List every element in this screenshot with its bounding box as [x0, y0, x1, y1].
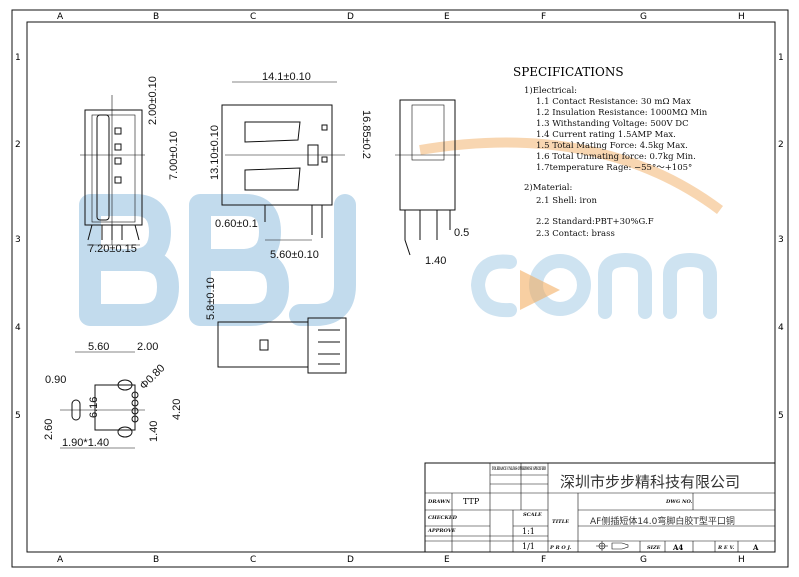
- size-value: A4: [672, 543, 683, 552]
- dwg-no-label: DWG NO.: [665, 499, 693, 505]
- title-label: TITLE: [552, 519, 569, 525]
- spec-material-heading: 2)Material:: [524, 182, 572, 193]
- spec-electrical-heading: 1)Electrical:: [524, 85, 577, 96]
- spec-electrical-item: 1.4 Current rating 1.5AMP Max.: [536, 130, 676, 140]
- dim-fp-pitch: 2.00: [137, 341, 158, 353]
- dim-side-offset: 1.40: [425, 255, 446, 267]
- grid-row-label: 1: [778, 53, 784, 63]
- inner-border: [26, 21, 776, 553]
- proj-label: P R O J.: [549, 545, 571, 551]
- grid-labels: A A B B C C D D E E F F G G H H 1 1 2 2 3 3 4 4 5 5: [15, 12, 784, 565]
- grid-row-label: 2: [15, 140, 21, 150]
- dim-overall-height: 16.85±0.2: [360, 110, 372, 159]
- grid-row-label: 4: [15, 323, 21, 333]
- grid-column-label: D: [347, 12, 354, 22]
- grid-column-label: E: [444, 555, 450, 565]
- dim-fp-rows: 4.20: [171, 399, 183, 420]
- spec-electrical-item: 1.3 Withstanding Voltage: 500V DC: [536, 119, 689, 129]
- spec-title: SPECIFICATIONS: [513, 65, 624, 79]
- dim-fp-row-pitch: 1.40: [148, 421, 160, 442]
- grid-row-label: 5: [778, 411, 784, 421]
- dim-top-width: 14.1±0.10: [262, 71, 311, 83]
- grid-row-label: 2: [778, 140, 784, 150]
- sheet-value: 1/1: [522, 542, 535, 551]
- approve-label: APPROVE: [427, 528, 456, 534]
- dim-bottom-height: 5.8±0.10: [205, 277, 217, 320]
- company-name: 深圳市步步精科技有限公司: [560, 473, 740, 491]
- bottom-view: 5.8±0.10: [205, 277, 347, 374]
- front-view: 7.20±0.15 2.00±0.10 7.00±0.10: [80, 76, 180, 255]
- size-label: SIZE: [647, 545, 661, 551]
- dim-fp-slot: 0.90: [45, 374, 66, 386]
- grid-column-label: A: [57, 12, 64, 22]
- dim-fp-hole: Φ0.80: [138, 362, 168, 392]
- dim-pin-width: 0.60±0.1: [215, 218, 258, 230]
- grid-column-label: D: [347, 555, 354, 565]
- tolerance-note: TOLERANCE UNLESS OTHERWISE SPECIFIED: [492, 466, 546, 472]
- rev-label: R E V.: [717, 545, 734, 551]
- spec-electrical-item: 1.2 Insulation Resistance: 1000MΩ Min: [536, 108, 708, 118]
- drawn-value: TTP: [463, 497, 480, 506]
- projection-symbol-icon: [596, 541, 629, 551]
- dim-fp-slot-size: 1.90*1.40: [62, 437, 109, 449]
- grid-column-label: G: [640, 555, 647, 565]
- grid-column-label: H: [738, 12, 745, 22]
- grid-column-label: F: [541, 12, 546, 22]
- top-view: 14.1±0.10 5.60±0.10 0.60±0.1 13.10±0.10 …: [209, 71, 372, 261]
- grid-column-label: H: [738, 555, 745, 565]
- spec-material: 2.3 Contact: brass: [536, 229, 615, 239]
- grid-column-label: C: [250, 555, 256, 565]
- grid-row-label: 5: [15, 411, 21, 421]
- pcb-footprint: 5.60 2.00 0.90 Φ0.80 6.16 4.20 1.40 2.60…: [43, 341, 183, 449]
- dim-side-pin: 0.5: [454, 227, 469, 239]
- drawn-label: DRAWN: [427, 499, 451, 505]
- grid-row-label: 3: [778, 235, 784, 245]
- grid-column-label: C: [250, 12, 256, 22]
- grid-column-label: G: [640, 12, 647, 22]
- watermark-logo: [79, 137, 723, 326]
- spec-material: 2.2 Standard:PBT+30%G.F: [536, 217, 654, 227]
- side-view: 0.5 1.40: [395, 99, 469, 267]
- dim-fp-span: 5.60: [88, 341, 109, 353]
- grid-row-label: 4: [778, 323, 784, 333]
- spec-electrical-item: 1.5 Total Mating Force: 4.5kg Max.: [536, 141, 688, 151]
- scale-value: 1:1: [522, 527, 535, 536]
- grid-row-label: 3: [15, 235, 21, 245]
- dim-front-pitch: 2.00±0.10: [147, 76, 159, 125]
- dim-pin-spacing: 5.60±0.10: [270, 249, 319, 261]
- dim-fp-height: 2.60: [43, 419, 55, 440]
- outer-border: [11, 9, 789, 568]
- grid-row-label: 1: [15, 53, 21, 63]
- dim-front-width: 7.20±0.15: [88, 243, 137, 255]
- specifications: SPECIFICATIONS 1)Electrical: 1.1 Contact…: [513, 65, 708, 239]
- spec-electrical-item: 1.7temperature Rage: −55°～+105°: [536, 163, 692, 173]
- spec-electrical-item: 1.1 Contact Resistance: 30 mΩ Max: [536, 97, 691, 107]
- dim-top-height: 13.10±0.10: [209, 125, 221, 180]
- scale-label: SCALE: [523, 512, 542, 518]
- grid-column-label: F: [541, 555, 546, 565]
- grid-column-label: A: [57, 555, 64, 565]
- rev-value: A: [752, 543, 759, 552]
- title-value: AF侧插短体14.0弯脚白胶T型平口铜: [590, 515, 735, 527]
- grid-column-label: E: [444, 12, 450, 22]
- grid-column-label: B: [153, 12, 159, 22]
- title-block: TOLERANCE UNLESS OTHERWISE SPECIFIED 深圳市…: [424, 462, 776, 553]
- spec-material: 2.1 Shell: iron: [536, 196, 597, 206]
- dim-fp-center: 6.16: [88, 397, 100, 418]
- checked-label: CHECKED: [428, 515, 458, 521]
- grid-column-label: B: [153, 555, 159, 565]
- spec-electrical-item: 1.6 Total Unmating force: 0.7kg Min.: [536, 152, 696, 162]
- dim-front-span: 7.00±0.10: [168, 131, 180, 180]
